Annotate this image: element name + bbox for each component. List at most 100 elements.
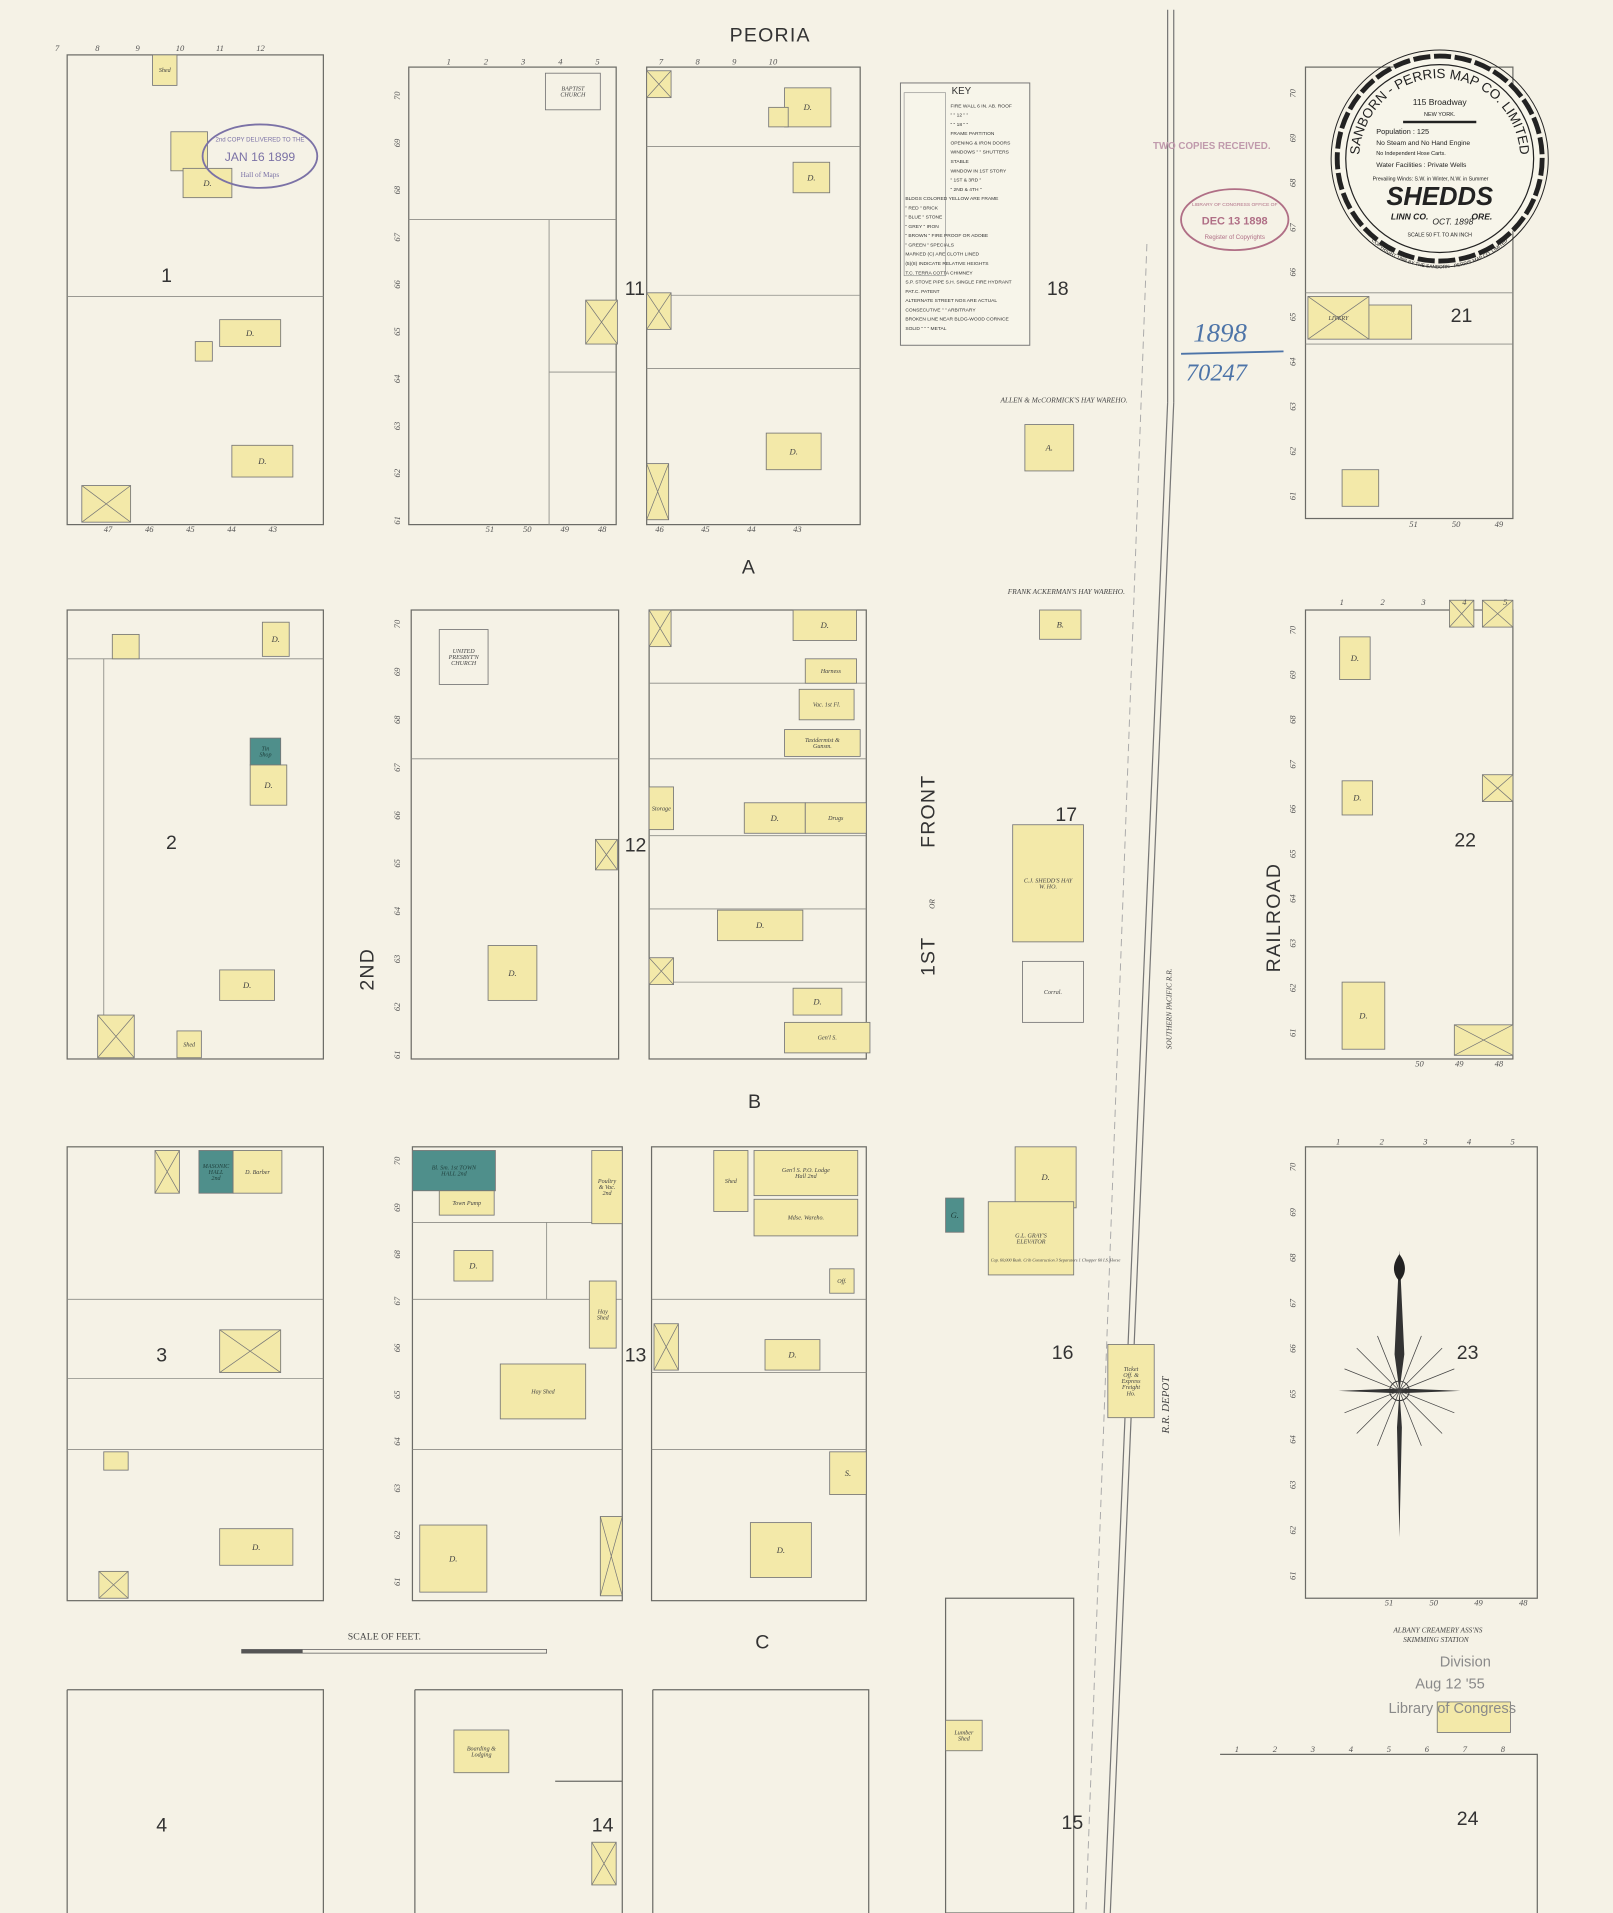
building-footprint (713, 1150, 749, 1212)
building-footprint (792, 987, 843, 1016)
lot-number: 69 (1288, 133, 1298, 142)
building-label: Drugs (827, 816, 844, 822)
key-entry: BROKEN LINE NEAR BLDG-WOOD CORNICE (905, 317, 1009, 323)
lot-number: 3 (1420, 597, 1425, 607)
building-label: D. (271, 634, 280, 644)
building-footprint (945, 1719, 983, 1752)
stable-cross-icon (591, 1842, 617, 1886)
building-footprint (103, 1451, 129, 1471)
building (194, 341, 213, 362)
lot-number: 63 (1288, 402, 1298, 411)
building: A. (1024, 424, 1075, 472)
building-label: D. (787, 1350, 796, 1360)
lot-number: 3 (1310, 1744, 1315, 1754)
lot-number: 5 (1387, 1744, 1392, 1754)
building (1481, 599, 1514, 628)
lot-number: 7 (659, 57, 664, 67)
building: Shed (152, 54, 178, 86)
building-label: D. (251, 1542, 260, 1552)
lot-number: 50 (1415, 1058, 1424, 1068)
lot-number: 63 (392, 955, 402, 964)
street-1st: 1ST (918, 937, 940, 976)
building-footprint (588, 1280, 617, 1349)
block-14 (414, 1689, 623, 1913)
building (1449, 599, 1475, 628)
building-footprint (438, 629, 489, 685)
lot-number: 68 (1288, 178, 1298, 187)
building-footprint (798, 688, 855, 721)
scale-bar: SCALE OF FEET. (241, 1632, 548, 1654)
building-label: Mdse. Wareho. (787, 1216, 824, 1222)
key-entry: " " 12 " " (950, 113, 968, 119)
street-front: FRONT (918, 775, 940, 848)
lot-number: 66 (1288, 1344, 1298, 1353)
building-footprint (1039, 609, 1082, 640)
building-label: Harness (820, 669, 842, 675)
lot-number: 7 (55, 43, 60, 53)
lot-number: 8 (1501, 1744, 1506, 1754)
building-footprint (829, 1268, 855, 1294)
stamp-date: Aug 12 '55 (1415, 1677, 1484, 1693)
lot-number: 46 (145, 524, 154, 534)
building (98, 1570, 129, 1599)
lot-number: 68 (1288, 1253, 1298, 1262)
lot-number: 63 (392, 422, 402, 431)
lot-number: 62 (392, 1002, 402, 1011)
railroad-tracks (1085, 9, 1175, 1913)
building (103, 1451, 129, 1471)
stamp-text: LIBRARY OF CONGRESS OFFICE OF (1192, 202, 1277, 208)
library-of-congress-stamp: Division Aug 12 '55 Library of Congress (1388, 1655, 1516, 1717)
block-number: 14 (592, 1814, 614, 1836)
lot-number: 62 (1288, 1525, 1298, 1534)
state: ORE. (1471, 212, 1492, 222)
building-footprint (1341, 469, 1380, 507)
building: LIVERY (1307, 296, 1370, 340)
building-label: D. (1352, 793, 1361, 803)
block-24 (1220, 1753, 1538, 1913)
stable-cross-icon (648, 609, 672, 647)
lot-number: 9 (135, 43, 140, 53)
building: Storage (648, 786, 674, 831)
block-13-east (650, 1146, 867, 1602)
building-label: D. (789, 446, 798, 456)
building-footprint (1024, 424, 1075, 472)
building-footprint (717, 909, 804, 942)
building-footprint (499, 1363, 587, 1420)
building-label: Hay Shed (530, 1389, 555, 1395)
block-number: 17 (1055, 804, 1077, 826)
lot-number: 66 (1288, 267, 1298, 276)
street-b: B (748, 1091, 762, 1113)
building (1453, 1024, 1514, 1056)
stamp-text: 2nd COPY DELIVERED TO THE (215, 137, 304, 144)
lot-number: 1 (447, 57, 451, 67)
stamp-date: DEC 13 1898 (1202, 215, 1268, 227)
building-label: D. (448, 1553, 457, 1563)
lot-number: 65 (1288, 1389, 1298, 1398)
creamery-label: ALBANY CREAMERY ASS'NS (1392, 1625, 1482, 1634)
key-entry: PAT.C. PATENT (905, 289, 939, 295)
building: D. (261, 621, 290, 657)
building: G. (945, 1197, 965, 1233)
block-number: 3 (156, 1345, 167, 1367)
lot-number: 5 (1503, 597, 1508, 607)
building (653, 1323, 679, 1371)
lot-number: 49 (560, 524, 569, 534)
lot-number: 2 (1381, 597, 1386, 607)
building-label: D. (202, 178, 211, 188)
lot-number: 68 (392, 715, 402, 724)
block-number: 11 (625, 278, 645, 300)
creamery-label-2: SKIMMING STATION (1403, 1635, 1470, 1644)
building-label: D. (257, 456, 266, 466)
building: Vac. 1st Fl. (798, 688, 855, 721)
lot-number: 64 (1288, 1434, 1298, 1443)
lot-number: 61 (1288, 1028, 1298, 1037)
lot-number: 69 (392, 1203, 402, 1212)
